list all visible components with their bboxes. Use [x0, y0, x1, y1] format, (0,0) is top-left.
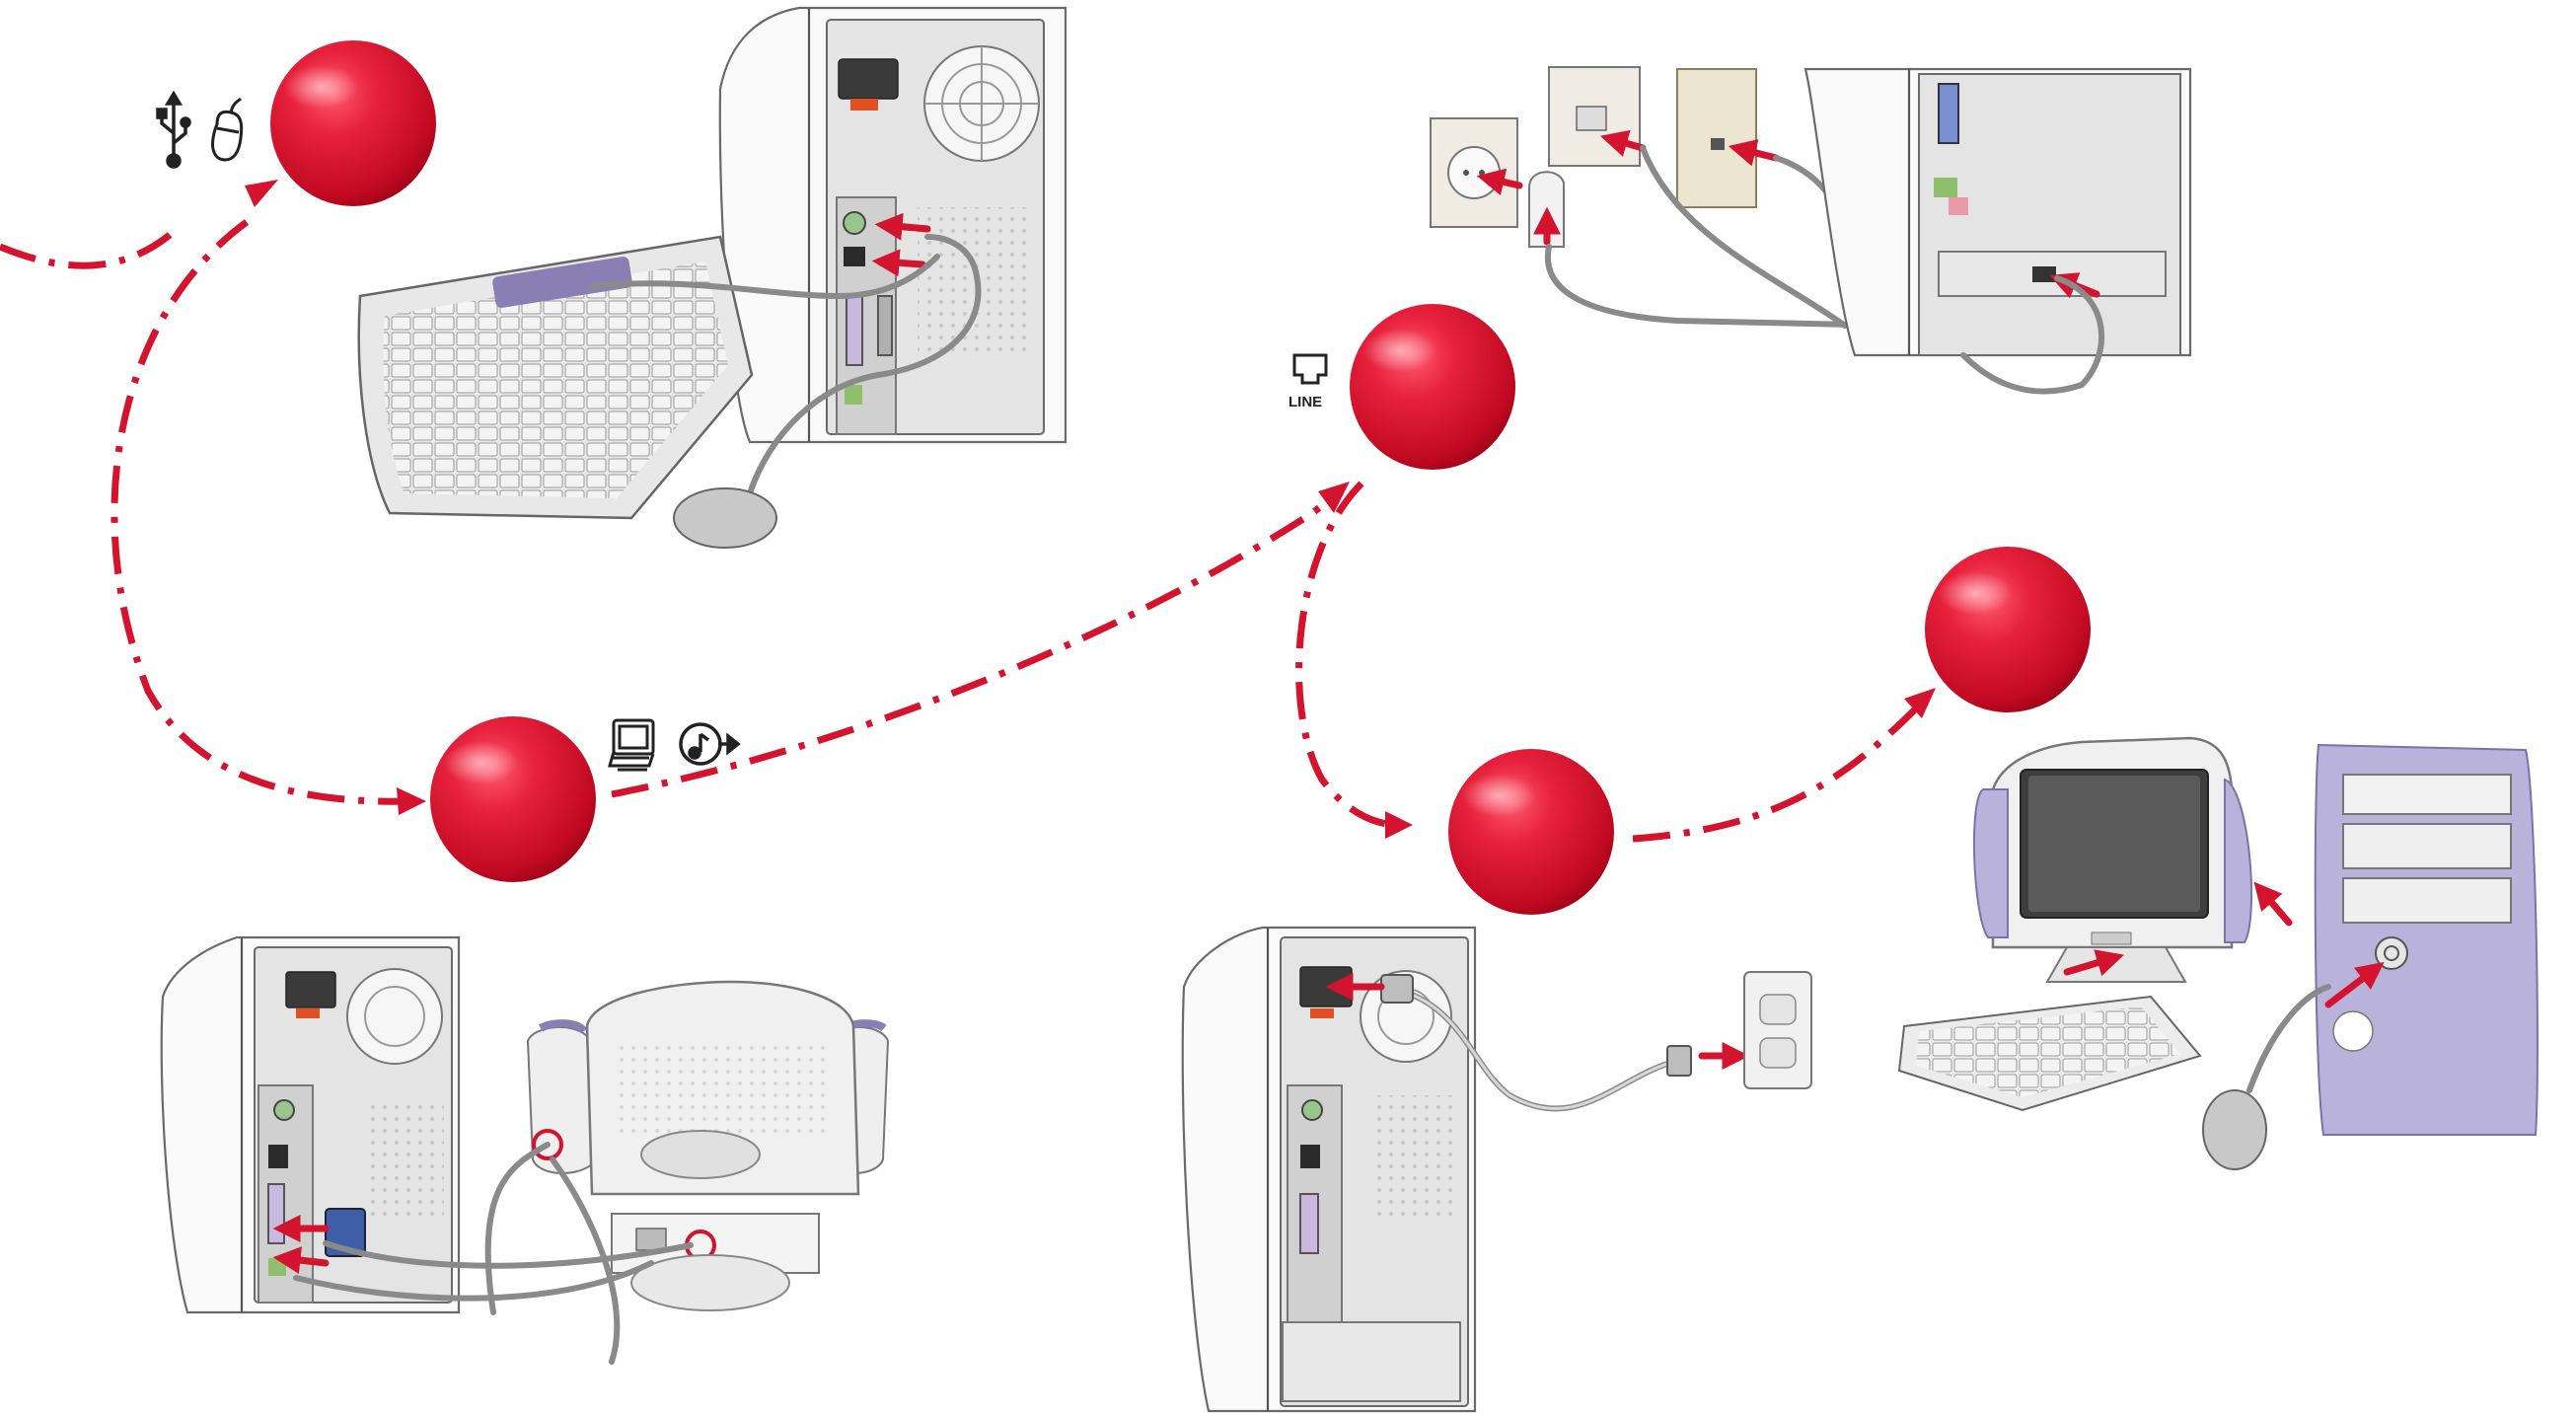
step-marker-4	[1448, 749, 1614, 915]
phone-jack-icon	[1294, 355, 1326, 383]
flow-path-3-to-4	[1299, 484, 1396, 825]
step-marker-3	[1350, 304, 1515, 470]
step-2-illustration	[162, 937, 888, 1362]
flow-path-1-to-2-arrowhead	[397, 787, 426, 815]
step-marker-2	[430, 716, 596, 882]
flow-path-4-to-5	[1633, 706, 1919, 839]
flow-path-entry	[0, 229, 176, 265]
line-label: LINE	[1288, 394, 1322, 410]
step-marker-5	[1925, 547, 2091, 712]
step-1-illustration	[359, 8, 1066, 548]
usb-icon	[158, 94, 189, 167]
mouse-icon	[213, 99, 242, 160]
flow-path-entry-arrowhead	[245, 180, 278, 207]
step-3-illustration	[1431, 67, 2190, 392]
step-4-illustration	[1183, 928, 1811, 1411]
audio-out-icon	[681, 724, 738, 764]
step-5-illustration	[1899, 738, 2538, 1169]
monitor-icon	[610, 720, 653, 770]
flow-path-3-to-4-arrowhead	[1385, 811, 1413, 839]
step-marker-1	[270, 40, 436, 206]
